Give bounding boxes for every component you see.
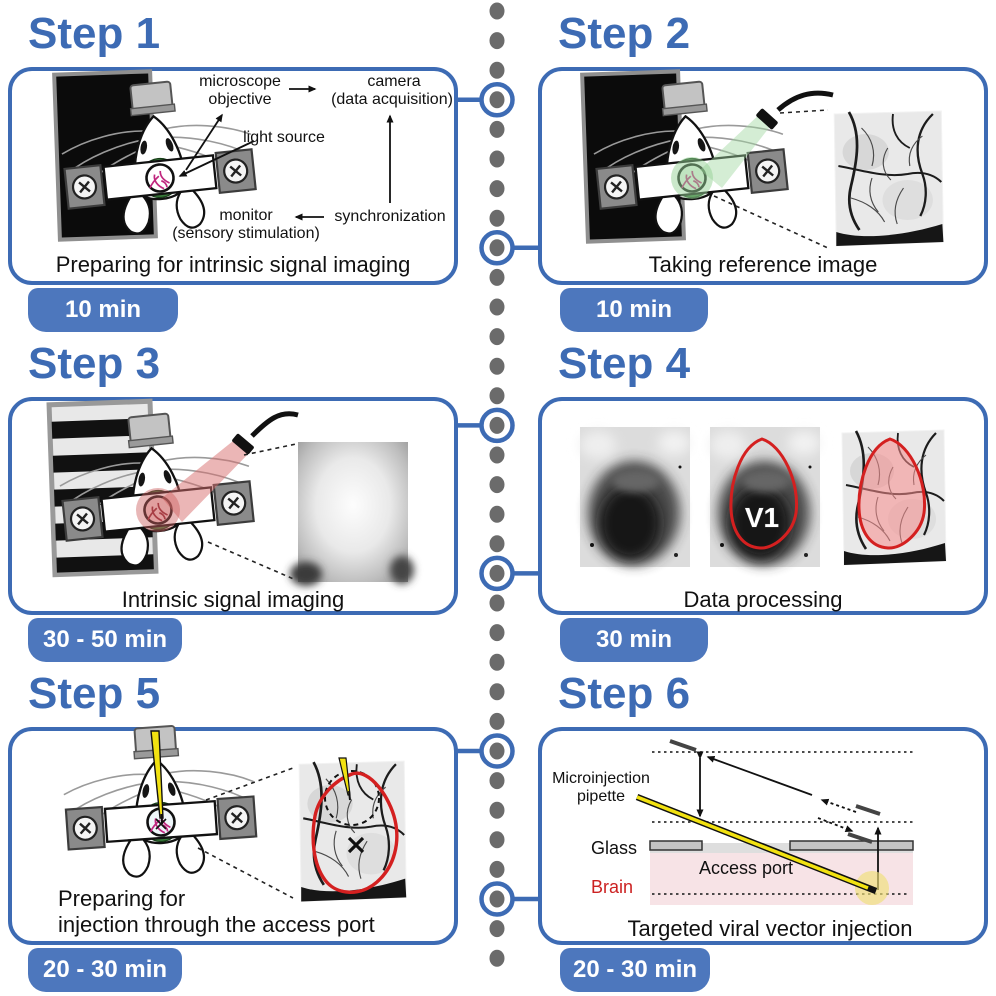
timeline-dot <box>489 416 505 434</box>
step2-duration-badge: 10 min <box>560 288 708 332</box>
timeline-dot <box>489 890 505 908</box>
panel-step-5 <box>8 727 458 945</box>
timeline-dot <box>489 683 505 701</box>
timeline-dot <box>489 150 505 168</box>
timeline-ring <box>479 555 515 592</box>
timeline-dot <box>489 801 505 819</box>
panel-step-1 <box>8 67 458 285</box>
timeline-dot <box>489 120 505 138</box>
timeline-dot <box>489 61 505 79</box>
timeline-dot <box>489 535 505 553</box>
step1-duration-badge: 10 min <box>28 288 178 332</box>
timeline-dot <box>489 298 505 316</box>
timeline-dot <box>489 239 505 257</box>
timeline-dot <box>489 505 505 523</box>
timeline-dot <box>489 860 505 878</box>
timeline-ring <box>479 407 515 444</box>
timeline-dot <box>489 624 505 642</box>
panel-step-6 <box>538 727 988 945</box>
timeline-dot <box>489 268 505 286</box>
step5-duration-badge: 20 - 30 min <box>28 948 182 992</box>
timeline-dot <box>489 32 505 50</box>
panel-step-2 <box>538 67 988 285</box>
timeline-dot <box>489 446 505 464</box>
panel-step-4 <box>538 397 988 615</box>
timeline <box>456 2 540 967</box>
step4-title: Step 4 <box>558 339 691 388</box>
step3-duration-badge: 30 - 50 min <box>28 618 182 662</box>
panel-step-3 <box>8 397 458 615</box>
step1-title: Step 1 <box>28 9 161 58</box>
timeline-dot <box>489 91 505 109</box>
timeline-dot <box>489 712 505 730</box>
timeline-dot <box>489 653 505 671</box>
step2-title: Step 2 <box>558 9 691 58</box>
timeline-dot <box>489 2 505 20</box>
timeline-dot <box>489 564 505 582</box>
timeline-dot <box>489 742 505 760</box>
timeline-dot <box>489 476 505 494</box>
step5-title: Step 5 <box>28 669 161 718</box>
timeline-dot <box>489 180 505 198</box>
step6-duration-badge: 20 - 30 min <box>560 948 710 992</box>
timeline-dot <box>489 594 505 612</box>
timeline-ring <box>479 733 515 769</box>
timeline-dot <box>489 949 505 967</box>
timeline-ring <box>479 230 515 266</box>
timeline-dot <box>489 357 505 375</box>
timeline-dot <box>489 209 505 227</box>
step4-duration-badge: 30 min <box>560 618 708 662</box>
step6-title: Step 6 <box>558 669 691 718</box>
timeline-ring <box>479 881 515 917</box>
timeline-dot <box>489 831 505 849</box>
timeline-dot <box>489 387 505 405</box>
step3-title: Step 3 <box>28 339 161 388</box>
timeline-dot <box>489 328 505 346</box>
timeline-dot <box>489 920 505 938</box>
timeline-dot <box>489 772 505 790</box>
timeline-ring <box>479 82 515 118</box>
